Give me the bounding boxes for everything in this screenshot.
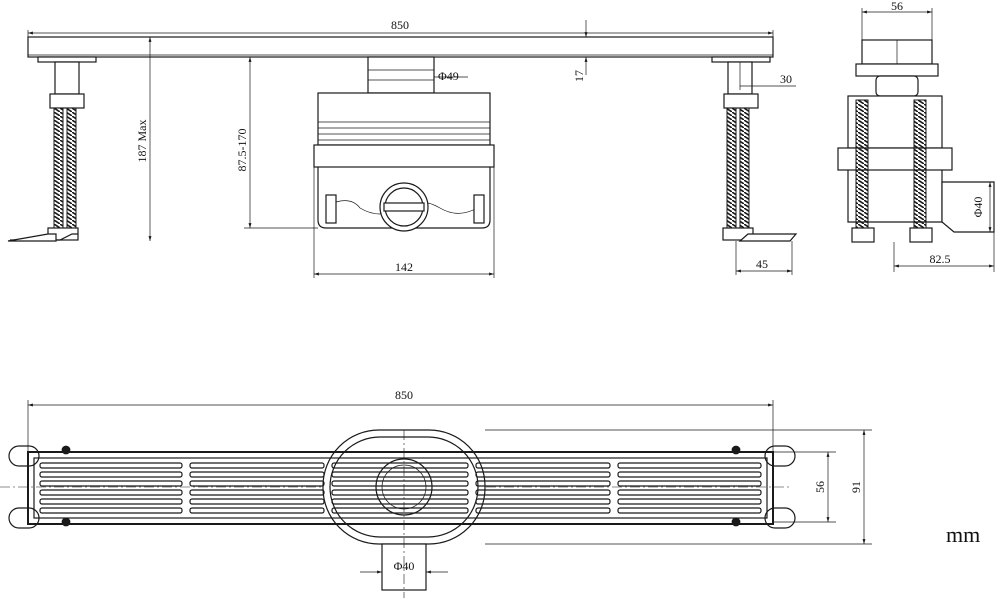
right-adjuster-nut xyxy=(723,93,759,109)
left-adjuster-nut xyxy=(49,93,85,109)
side-length-label: 850 xyxy=(391,18,409,32)
leg-offset-label: 30 xyxy=(780,72,792,86)
end-top-width-label: 56 xyxy=(891,0,903,13)
height-max-label: 187 Max xyxy=(135,120,149,163)
end-left-rod xyxy=(855,99,869,229)
plan-view: 850 56 91 Φ40 xyxy=(0,388,872,598)
plan-outlet-diameter-label: Φ40 xyxy=(394,559,415,573)
height-range-label: 87.5-170 xyxy=(235,129,249,172)
plan-grate-width-label: 56 xyxy=(813,481,827,493)
foot-width-label: 45 xyxy=(756,257,768,271)
grate-slots xyxy=(39,462,762,514)
end-outlet-diameter-label: Φ40 xyxy=(971,197,985,218)
side-view: 850 187 Max 87.5-170 Φ49 17 30 142 45 xyxy=(7,18,798,278)
side-outlet-diameter-label: Φ49 xyxy=(438,69,459,83)
plan-overall-width-label: 91 xyxy=(849,481,863,493)
end-outlet xyxy=(941,181,995,233)
end-outlet-offset-label: 82.5 xyxy=(930,252,951,266)
frame-bar xyxy=(27,36,774,58)
plan-length-label: 850 xyxy=(395,388,413,402)
body-width-label: 142 xyxy=(395,260,413,274)
units-label: mm xyxy=(946,522,980,547)
end-right-rod xyxy=(913,99,927,229)
right-threaded-rod xyxy=(726,107,737,232)
plan-grate-frame xyxy=(27,451,774,525)
trap-body xyxy=(317,92,491,146)
outlet-neck xyxy=(367,56,435,94)
frame-height-label: 17 xyxy=(572,70,586,82)
left-threaded-rod xyxy=(53,107,64,232)
end-view: 56 Φ40 82.5 xyxy=(837,0,995,272)
